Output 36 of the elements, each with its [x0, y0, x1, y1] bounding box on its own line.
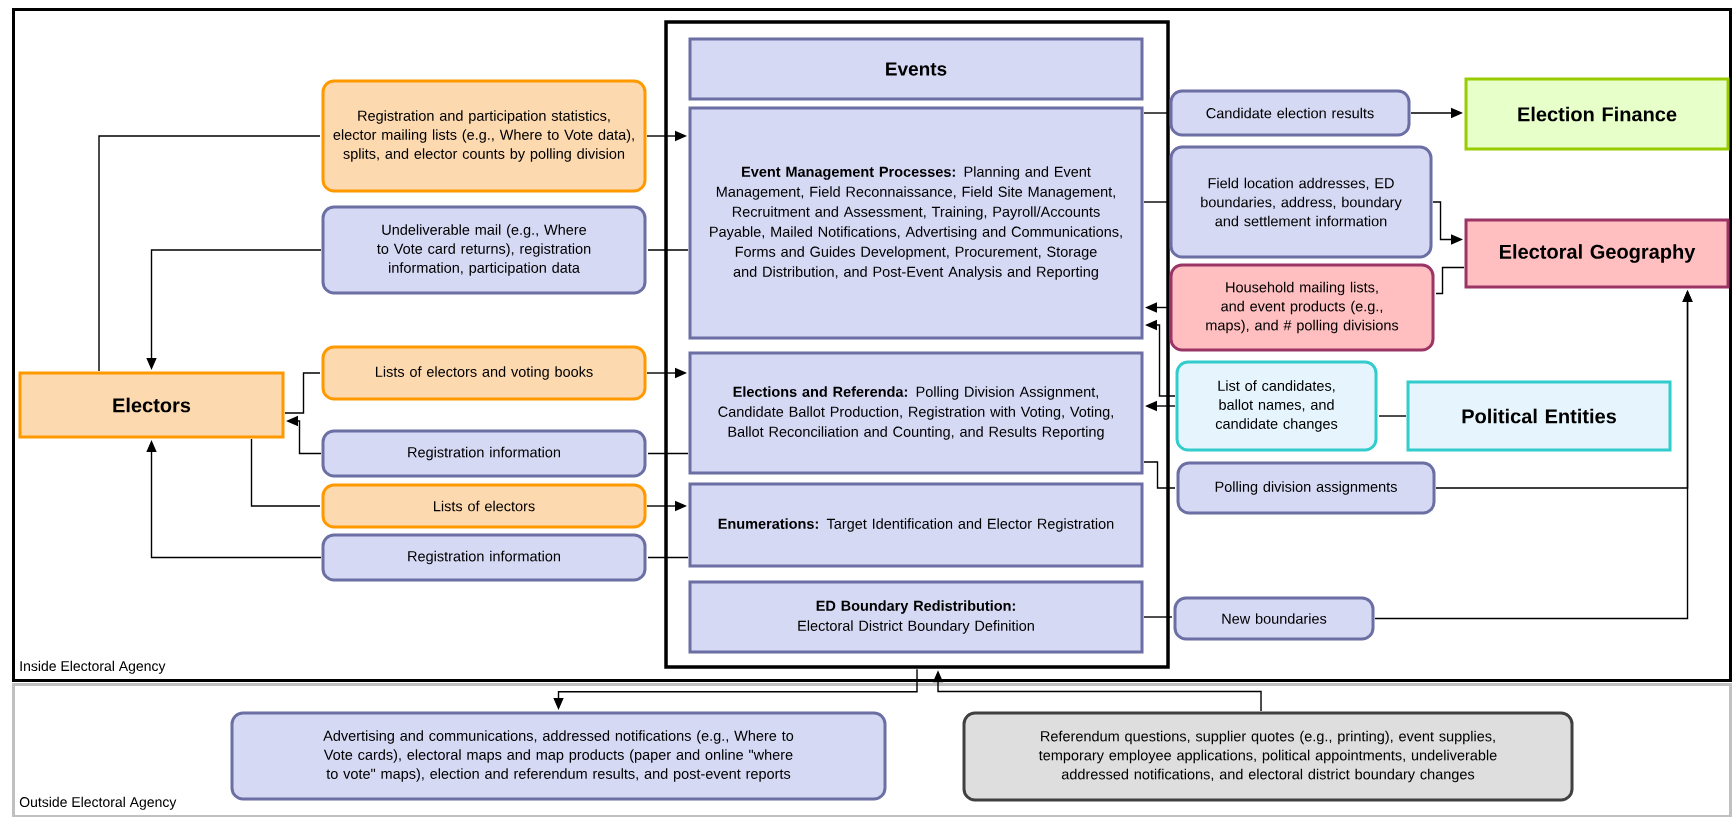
data-flow-box: Lists of electors	[321, 483, 647, 529]
data-flow-box: Registration and participation statistics, elector mailing lists (e.g., Where to Vote data), splits, and elector counts by polling division	[321, 79, 647, 193]
data-flow-box: Registration information	[321, 533, 647, 582]
connector-line	[1143, 112, 1169, 114]
entity-box: Political Entities	[1406, 380, 1672, 452]
connector-line	[647, 249, 689, 251]
connector-line	[647, 556, 689, 559]
connector-line	[1143, 461, 1176, 489]
container-box	[664, 20, 1170, 669]
connector-line	[250, 438, 321, 507]
process-box: ED Boundary Redistribution: Electoral District Boundary Definition	[688, 580, 1144, 654]
entity-box: Election Finance	[1464, 77, 1730, 151]
process-box: Enumerations: Target Identification and Elector Registration	[688, 482, 1144, 568]
data-flow-box: Polling division assignments	[1176, 461, 1436, 515]
process-box: Event Management Processes: Planning and Event Management, Field Reconnaissance, Field Site Management, Recruitment and Assessment, Training, Payroll/Accounts Payable, Mailed Notifications, Advertising and Communications, Forms and Guides Development, Procurement, Storage and Distribution, and Post-Event Analysis and Reporting	[688, 106, 1144, 340]
data-flow-box: Candidate election results	[1169, 89, 1411, 137]
connector-line	[1143, 616, 1173, 618]
data-flow-box: List of candidates, ballot names, and candidate changes	[1175, 360, 1378, 452]
data-flow-box: Household mailing lists, and event products (e.g., maps), and # polling divisions	[1169, 263, 1435, 352]
heading-box: Events	[688, 37, 1144, 101]
data-flow-box: Field location addresses, ED boundaries, address, boundary and settlement information	[1169, 145, 1433, 259]
connector-line	[1143, 201, 1169, 203]
connector-line	[1378, 415, 1407, 417]
data-flow-box: Registration information	[321, 429, 647, 478]
entity-box: Electors	[18, 371, 285, 439]
data-flow-box: Referendum questions, supplier quotes (e.g., printing), event supplies, temporary employee applications, political appointments, undeliverable addressed notifications, and electoral district boundary changes	[962, 711, 1574, 802]
connector-line	[284, 372, 321, 414]
data-flow-box: Lists of electors and voting books	[321, 345, 647, 401]
data-flow-box: New boundaries	[1173, 596, 1375, 641]
connector-line	[1435, 266, 1465, 295]
data-flow-box: Undeliverable mail (e.g., Where to Vote card returns), registration information, participation data	[321, 205, 647, 295]
connector-line	[98, 135, 321, 372]
data-flow-box: Advertising and communications, addressed notifications (e.g., Where to Vote cards), electoral maps and map products (paper and online "where to vote" maps), election and referendum results, and post-event reports	[230, 711, 887, 801]
entity-box: Electoral Geography	[1464, 218, 1730, 289]
connector-line	[647, 452, 689, 455]
process-box: Elections and Referenda: Polling Division Assignment, Candidate Ballot Production, Registration with Voting, Voting, Ballot Reconciliation and Counting, and Results Reporting	[688, 351, 1144, 475]
